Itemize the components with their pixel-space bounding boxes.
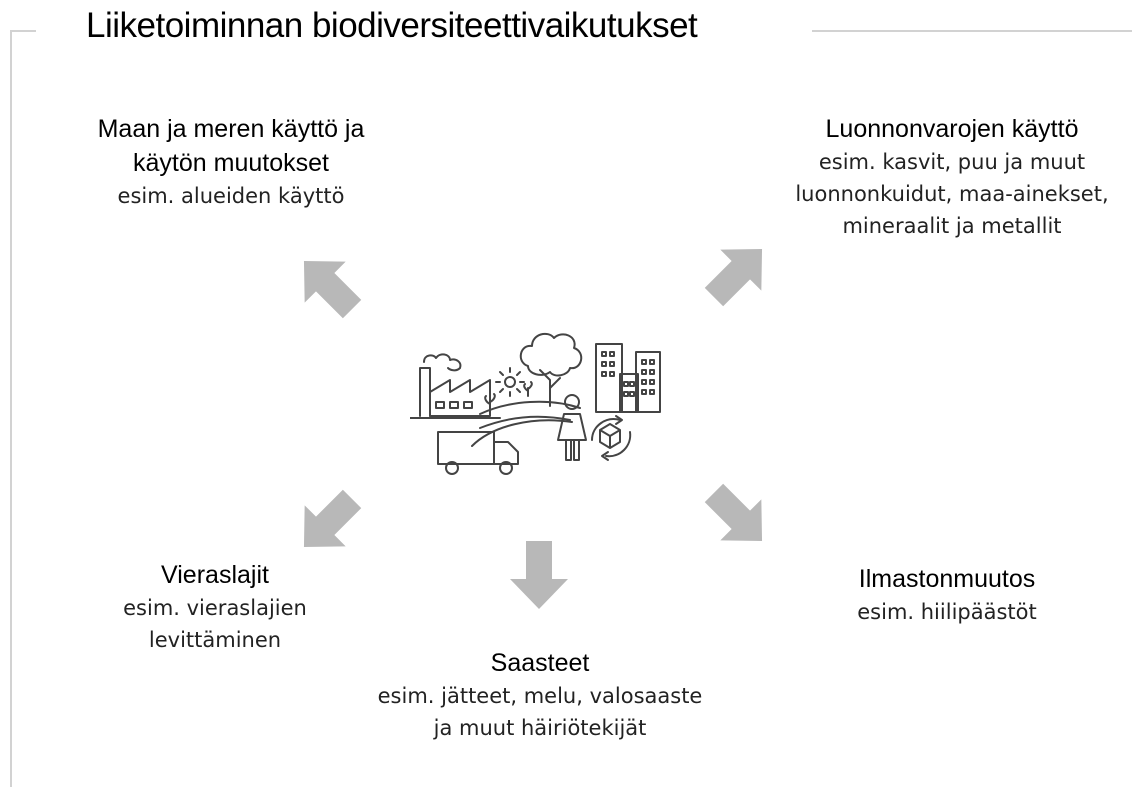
heading-line: Maan ja meren käyttö ja (97, 115, 365, 143)
description-line: esim. vieraslajien (123, 596, 307, 620)
heading-line: Vieraslajit (161, 561, 269, 589)
arrow-up-left-icon (303, 260, 362, 319)
impact-heading: Vieraslajit (50, 558, 380, 592)
arrow-down-left-icon (303, 489, 362, 548)
impact-description: esim. vieraslajien levittäminen (50, 592, 380, 656)
impact-description: esim. kasvit, puu ja muut luonnonkuidut, … (762, 146, 1142, 242)
diagram-title: Liiketoiminnan biodiversiteettivaikutuks… (86, 6, 698, 45)
description-line: esim. kasvit, puu ja muut (818, 150, 1086, 174)
frame-left-line (10, 30, 12, 787)
frame-top-line-left (10, 30, 36, 32)
arrow-down-right-icon (704, 483, 763, 542)
description-line: mineraalit ja metallit (842, 214, 1062, 238)
impact-description: esim. hiilipäästöt (772, 596, 1122, 628)
impact-heading: Maan ja meren käyttö ja käytön muutokset (48, 112, 414, 180)
arrow-down-icon (510, 541, 568, 609)
impact-invasive-species: Vieraslajit esim. vieraslajien levittämin… (50, 558, 380, 656)
description-line: luonnonkuidut, maa-ainekset, (795, 182, 1109, 206)
heading-line: käytön muutokset (133, 149, 329, 177)
heading-line: Luonnonvarojen käyttö (825, 115, 1079, 143)
impact-climate-change: Ilmastonmuutos esim. hiilipäästöt (772, 562, 1122, 628)
description-line: levittäminen (148, 628, 282, 652)
heading-line: Ilmastonmuutos (858, 565, 1036, 593)
business-environment-icon (410, 332, 661, 475)
description-line: esim. jätteet, melu, valosaaste (377, 684, 703, 708)
impact-heading: Luonnonvarojen käyttö (762, 112, 1142, 146)
impact-resource-use: Luonnonvarojen käyttö esim. kasvit, puu … (762, 112, 1142, 242)
frame-top-line-right (812, 30, 1132, 32)
impact-description: esim. alueiden käyttö (48, 180, 414, 212)
arrow-up-right-icon (704, 248, 763, 307)
description-line: esim. alueiden käyttö (117, 184, 345, 208)
heading-line: Saasteet (490, 649, 590, 677)
impact-heading: Ilmastonmuutos (772, 562, 1122, 596)
impact-description: esim. jätteet, melu, valosaaste ja muut h… (330, 680, 750, 744)
description-line: ja muut häiriötekijät (433, 716, 647, 740)
impact-heading: Saasteet (330, 646, 750, 680)
description-line: esim. hiilipäästöt (857, 600, 1037, 624)
impact-pollution: Saasteet esim. jätteet, melu, valosaaste… (330, 646, 750, 744)
